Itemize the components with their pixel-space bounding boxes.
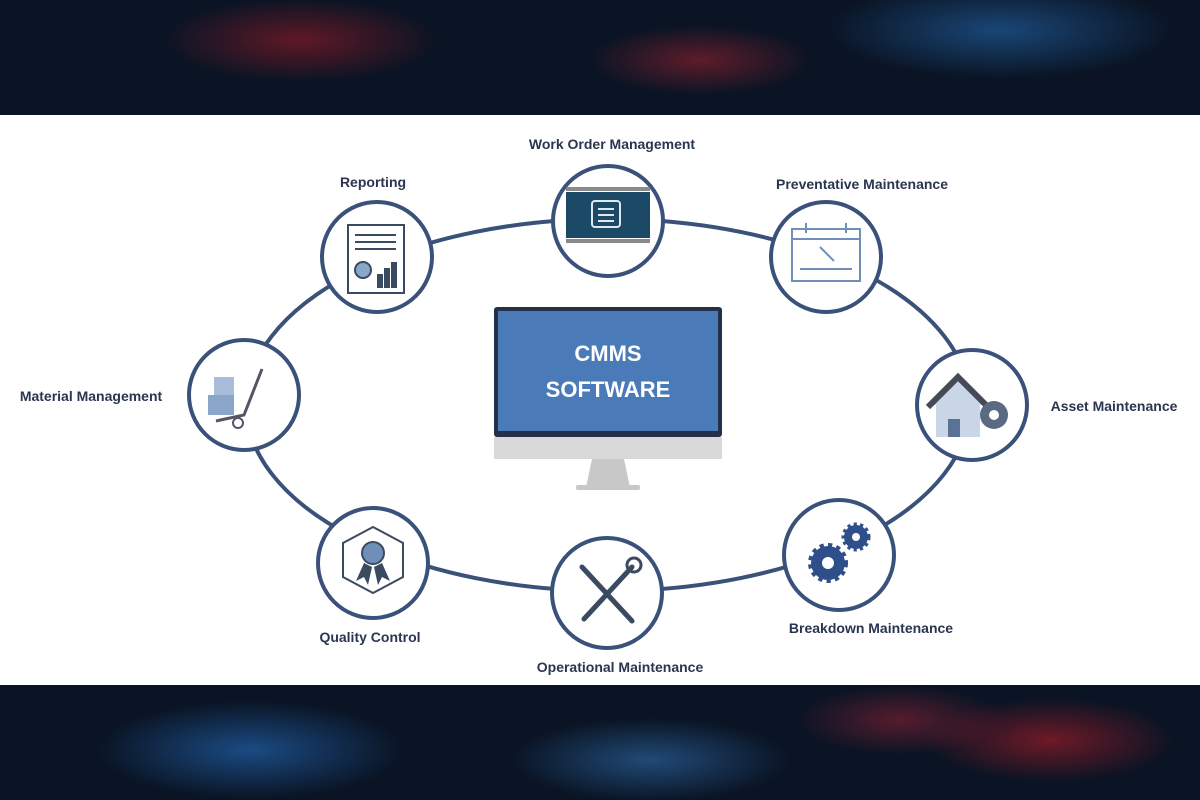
gears-icon [808, 522, 871, 583]
module-label: Asset Maintenance [1051, 398, 1178, 414]
module-asset: Asset Maintenance [915, 348, 1178, 462]
module-quality: Quality Control [316, 506, 430, 645]
module-label: Breakdown Maintenance [789, 620, 953, 636]
module-operational: Operational Maintenance [537, 536, 704, 675]
diagram-panel: CMMS SOFTWARE Work Order Management Repo… [0, 115, 1200, 685]
work-order-icon [566, 187, 650, 243]
module-breakdown: Breakdown Maintenance [782, 498, 953, 636]
module-work-order: Work Order Management [529, 136, 696, 278]
module-material: Material Management [20, 338, 301, 452]
module-label: Reporting [340, 174, 406, 190]
report-icon [347, 224, 405, 294]
module-label: Quality Control [319, 629, 420, 645]
center-title-line1: CMMS [574, 341, 641, 366]
module-label: Material Management [20, 388, 163, 404]
calendar-wrench-icon [791, 223, 861, 282]
module-label: Preventative Maintenance [776, 176, 948, 192]
center-title-line2: SOFTWARE [546, 377, 671, 402]
module-reporting: Reporting [320, 174, 434, 314]
wrench-screwdriver-icon [579, 556, 643, 624]
cmms-diagram: CMMS SOFTWARE Work Order Management Repo… [20, 136, 1178, 675]
cmms-monitor: CMMS SOFTWARE [494, 307, 722, 490]
hand-truck-icon [208, 368, 264, 429]
award-badge-icon [342, 525, 404, 595]
module-preventative: Preventative Maintenance [769, 176, 948, 314]
module-label: Work Order Management [529, 136, 696, 152]
house-gear-icon [925, 372, 1008, 437]
module-label: Operational Maintenance [537, 659, 704, 675]
